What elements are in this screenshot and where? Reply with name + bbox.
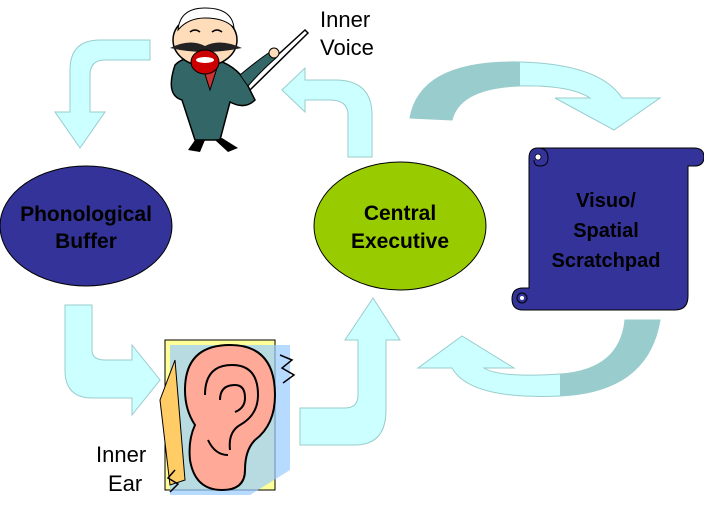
arrow-ear-to-executive xyxy=(299,297,401,446)
arrow-executive-to-scratchpad xyxy=(409,61,662,131)
inner-ear-label-1: Inner xyxy=(96,442,147,467)
arrow-buffer-to-ear xyxy=(64,304,161,417)
ear-clipart xyxy=(159,339,296,495)
phonological-buffer-label-2: Buffer xyxy=(55,230,117,253)
central-executive-label-2: Executive xyxy=(351,230,449,253)
arrow-executive-to-voice xyxy=(281,66,373,158)
central-executive-label-1: Central xyxy=(364,202,436,225)
central-executive-node: Central Executive xyxy=(313,161,487,291)
inner-voice-label-1: Inner xyxy=(320,7,371,32)
arrow-voice-to-buffer xyxy=(54,39,151,149)
phonological-buffer-label-1: Phonological xyxy=(20,203,152,226)
inner-ear-label-2: Ear xyxy=(108,471,143,496)
scratchpad-node: Visuo/ Spatial Scratchpad xyxy=(511,147,704,311)
scratchpad-label-3: Scratchpad xyxy=(552,250,661,272)
scratchpad-label-2: Spatial xyxy=(573,220,639,242)
inner-voice-label-2: Voice xyxy=(320,35,374,60)
phonological-buffer-node: Phonological Buffer xyxy=(0,165,173,287)
singing-man-clipart xyxy=(170,7,310,152)
arrow-scratchpad-to-executive xyxy=(416,319,661,397)
scratchpad-label-1: Visuo/ xyxy=(576,190,636,212)
